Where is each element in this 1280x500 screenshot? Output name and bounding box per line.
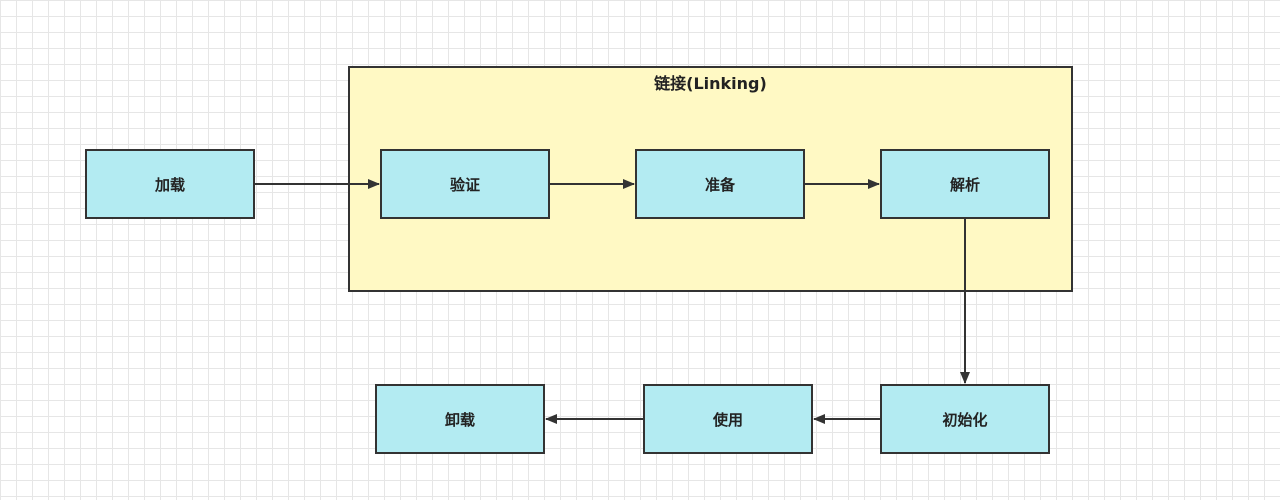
node-initialize[interactable]: 初始化: [880, 384, 1050, 454]
node-unload[interactable]: 卸载: [375, 384, 545, 454]
node-prepare[interactable]: 准备: [635, 149, 805, 219]
node-use[interactable]: 使用: [643, 384, 813, 454]
node-load[interactable]: 加载: [85, 149, 255, 219]
linking-group-title: 链接(Linking): [654, 74, 767, 93]
node-verify[interactable]: 验证: [380, 149, 550, 219]
node-resolve[interactable]: 解析: [880, 149, 1050, 219]
